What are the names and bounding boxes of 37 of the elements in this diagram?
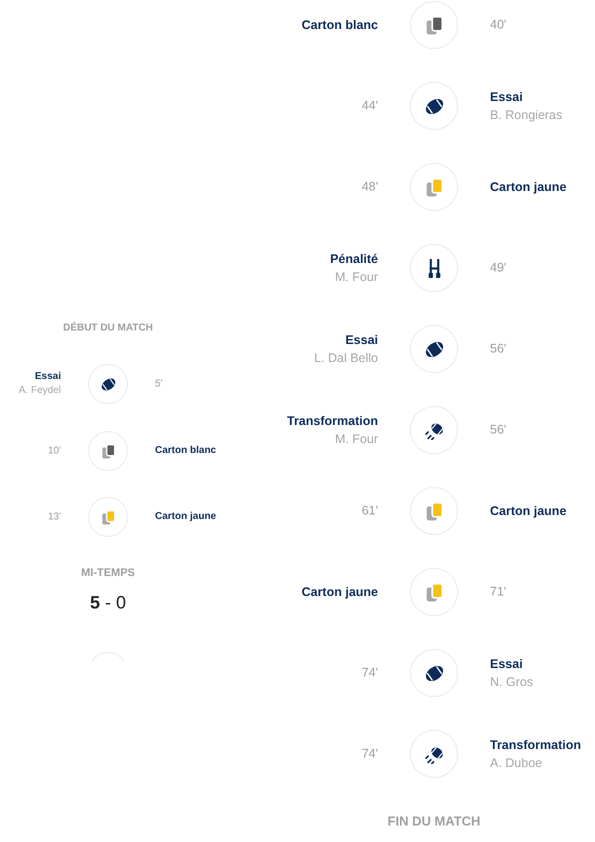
event-type: Carton jaune xyxy=(155,510,216,524)
match-minute: 5' xyxy=(155,378,162,392)
match-minute: 48' xyxy=(362,178,378,196)
event-type: Pénalité xyxy=(330,251,378,268)
player-name: A. Duboe xyxy=(490,755,542,772)
event-type: Essai xyxy=(345,332,378,349)
player-name: N. Gros xyxy=(490,674,534,691)
match-minute: 49' xyxy=(490,260,506,277)
match-minute: 13' xyxy=(48,510,61,524)
player-name: M. Four xyxy=(334,431,378,448)
match-minute: 56' xyxy=(490,422,506,439)
match-minute: 61' xyxy=(362,502,378,520)
section-heading: DÉBUT DU MATCH xyxy=(63,320,153,336)
player-name: B. Rongieras xyxy=(490,107,562,124)
event-type: Carton blanc xyxy=(302,17,378,34)
event-type: Carton jaune xyxy=(302,584,378,601)
player-name: A. Feydel xyxy=(18,384,61,398)
event-type: Essai xyxy=(490,656,523,673)
score: 5 - 0 xyxy=(90,592,126,614)
event-type: Carton jaune xyxy=(490,503,566,520)
event-type: Essai xyxy=(34,370,61,384)
match-minute: 74' xyxy=(362,746,378,763)
event-type: Transformation xyxy=(490,737,581,754)
half-time-heading: MI-TEMPS xyxy=(81,566,135,581)
event-type: Essai xyxy=(490,89,523,106)
player-name: L. Dal Bello xyxy=(314,350,378,367)
event-type: Carton blanc xyxy=(155,444,216,458)
match-minute: 71' xyxy=(490,584,506,601)
match-minute: 40' xyxy=(490,16,506,34)
event-type: Transformation xyxy=(287,413,378,430)
match-minute: 44' xyxy=(362,98,378,115)
player-name: M. Four xyxy=(334,269,378,286)
section-heading: FIN DU MATCH xyxy=(388,812,480,830)
match-minute: 74' xyxy=(362,664,378,682)
match-minute: 10' xyxy=(48,444,61,458)
match-minute: 56' xyxy=(490,340,506,358)
event-type: Carton jaune xyxy=(490,179,566,196)
